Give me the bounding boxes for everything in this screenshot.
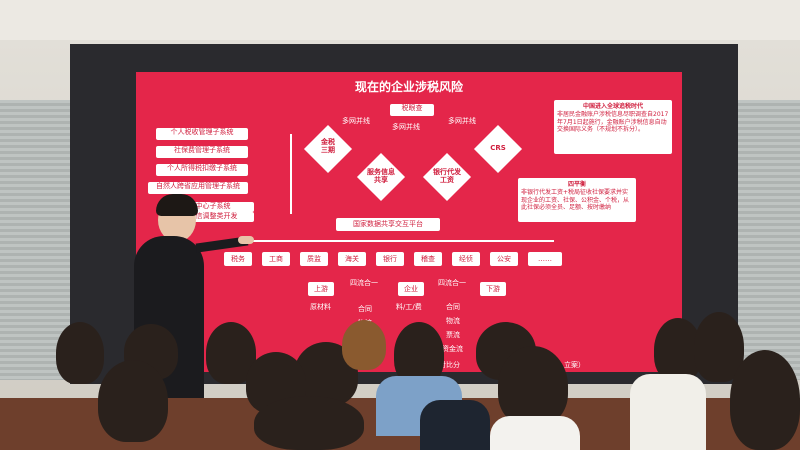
right-box-2-title: 四平衡 <box>567 181 586 188</box>
agency-3: 海关 <box>338 252 366 266</box>
bottom-text-left: 合对比分 <box>432 361 460 369</box>
ceiling <box>0 0 800 40</box>
arrow-label-3: 多网并线 <box>448 117 476 125</box>
downstream-box: 下游 <box>480 282 506 296</box>
agency-2: 质监 <box>300 252 328 266</box>
right-box-1: 中国进入全球追税时代 非居民金融账户涉税信息尽职调查自2017年7月1日起施行，… <box>554 100 672 154</box>
right-box-2: 四平衡 非银行代发工资+税局征收社保要求并实现企业的工资、社保、公积金、个税，从… <box>518 178 636 222</box>
left-box-3: 个人所得税扣缴子系统 <box>156 164 248 176</box>
right-flow-0: 合同 <box>446 303 460 311</box>
agency-5: 稽查 <box>414 252 442 266</box>
slide-title: 现在的企业涉税风险 <box>354 80 463 94</box>
left-flow-0: 合同 <box>358 305 372 313</box>
left-box-4: 自然人跨省应用管理子系统 <box>148 182 248 194</box>
diamond-label-yinhang: 银行代发 工资 <box>433 168 461 185</box>
agency-8: …… <box>528 252 562 266</box>
agency-7: 公安 <box>490 252 518 266</box>
left-bracket-line <box>290 134 292 214</box>
agency-4: 银行 <box>376 252 404 266</box>
left-box-2: 社保费管理子系统 <box>156 146 248 158</box>
right-flow-2: 票流 <box>446 331 460 339</box>
right-box-1-text: 非居民金融账户涉税信息尽职调查自2017年7月1日起施行，金融账户涉税信息自动交… <box>557 110 669 134</box>
audience-shirt-2 <box>630 374 706 450</box>
presenter-hair <box>156 194 198 216</box>
bottom-text-right: 立案） <box>564 361 585 369</box>
agency-0: 税务 <box>224 252 252 266</box>
audience-shirt-3 <box>490 416 580 450</box>
four-flow-left: 四流合一 <box>350 279 378 287</box>
upstream-box: 上游 <box>308 282 334 296</box>
diamond-label-fuwu: 服务信息 共享 <box>367 168 395 185</box>
audience-head-8 <box>498 346 568 426</box>
left-box-5: 中心子系统 <box>172 202 254 212</box>
four-flow-right: 四流合一 <box>438 279 466 287</box>
audience-head-13 <box>254 396 364 450</box>
enterprise-box: 企业 <box>398 282 424 296</box>
agency-bar <box>238 240 554 242</box>
audience-shirt-4 <box>420 400 490 450</box>
right-flow-3: 资金流 <box>442 345 463 353</box>
diamond-label-jinshui: 金税 三期 <box>321 138 335 155</box>
top-box: 税眼查 <box>390 104 434 116</box>
audience-head-1 <box>56 322 104 384</box>
audience-head-14 <box>730 350 800 450</box>
enterprise-sub: 料/工/费 <box>396 303 422 311</box>
left-box-6: 征信调整类开发 <box>172 212 254 222</box>
center-box: 国家数据共享交互平台 <box>336 218 440 231</box>
agency-1: 工商 <box>262 252 290 266</box>
upstream-sub: 原材料 <box>310 303 331 311</box>
right-flow-1: 物流 <box>446 317 460 325</box>
arrow-label-2: 多网并线 <box>392 123 420 131</box>
arrow-label-1: 多网并线 <box>342 117 370 125</box>
diamond-label-crs: CRS <box>490 144 506 152</box>
agency-6: 经侦 <box>452 252 480 266</box>
left-box-1: 个人税收管理子系统 <box>156 128 248 140</box>
right-box-1-title: 中国进入全球追税时代 <box>582 103 643 110</box>
presenter-hand <box>238 236 254 244</box>
audience-head-11 <box>98 360 168 442</box>
audience-head-6 <box>394 322 444 386</box>
audience-head-5 <box>342 320 386 370</box>
right-box-2-text: 非银行代发工资+税局征收社保要求并实现企业的工资、社保、公积金、个税，从此社保必… <box>521 188 630 212</box>
